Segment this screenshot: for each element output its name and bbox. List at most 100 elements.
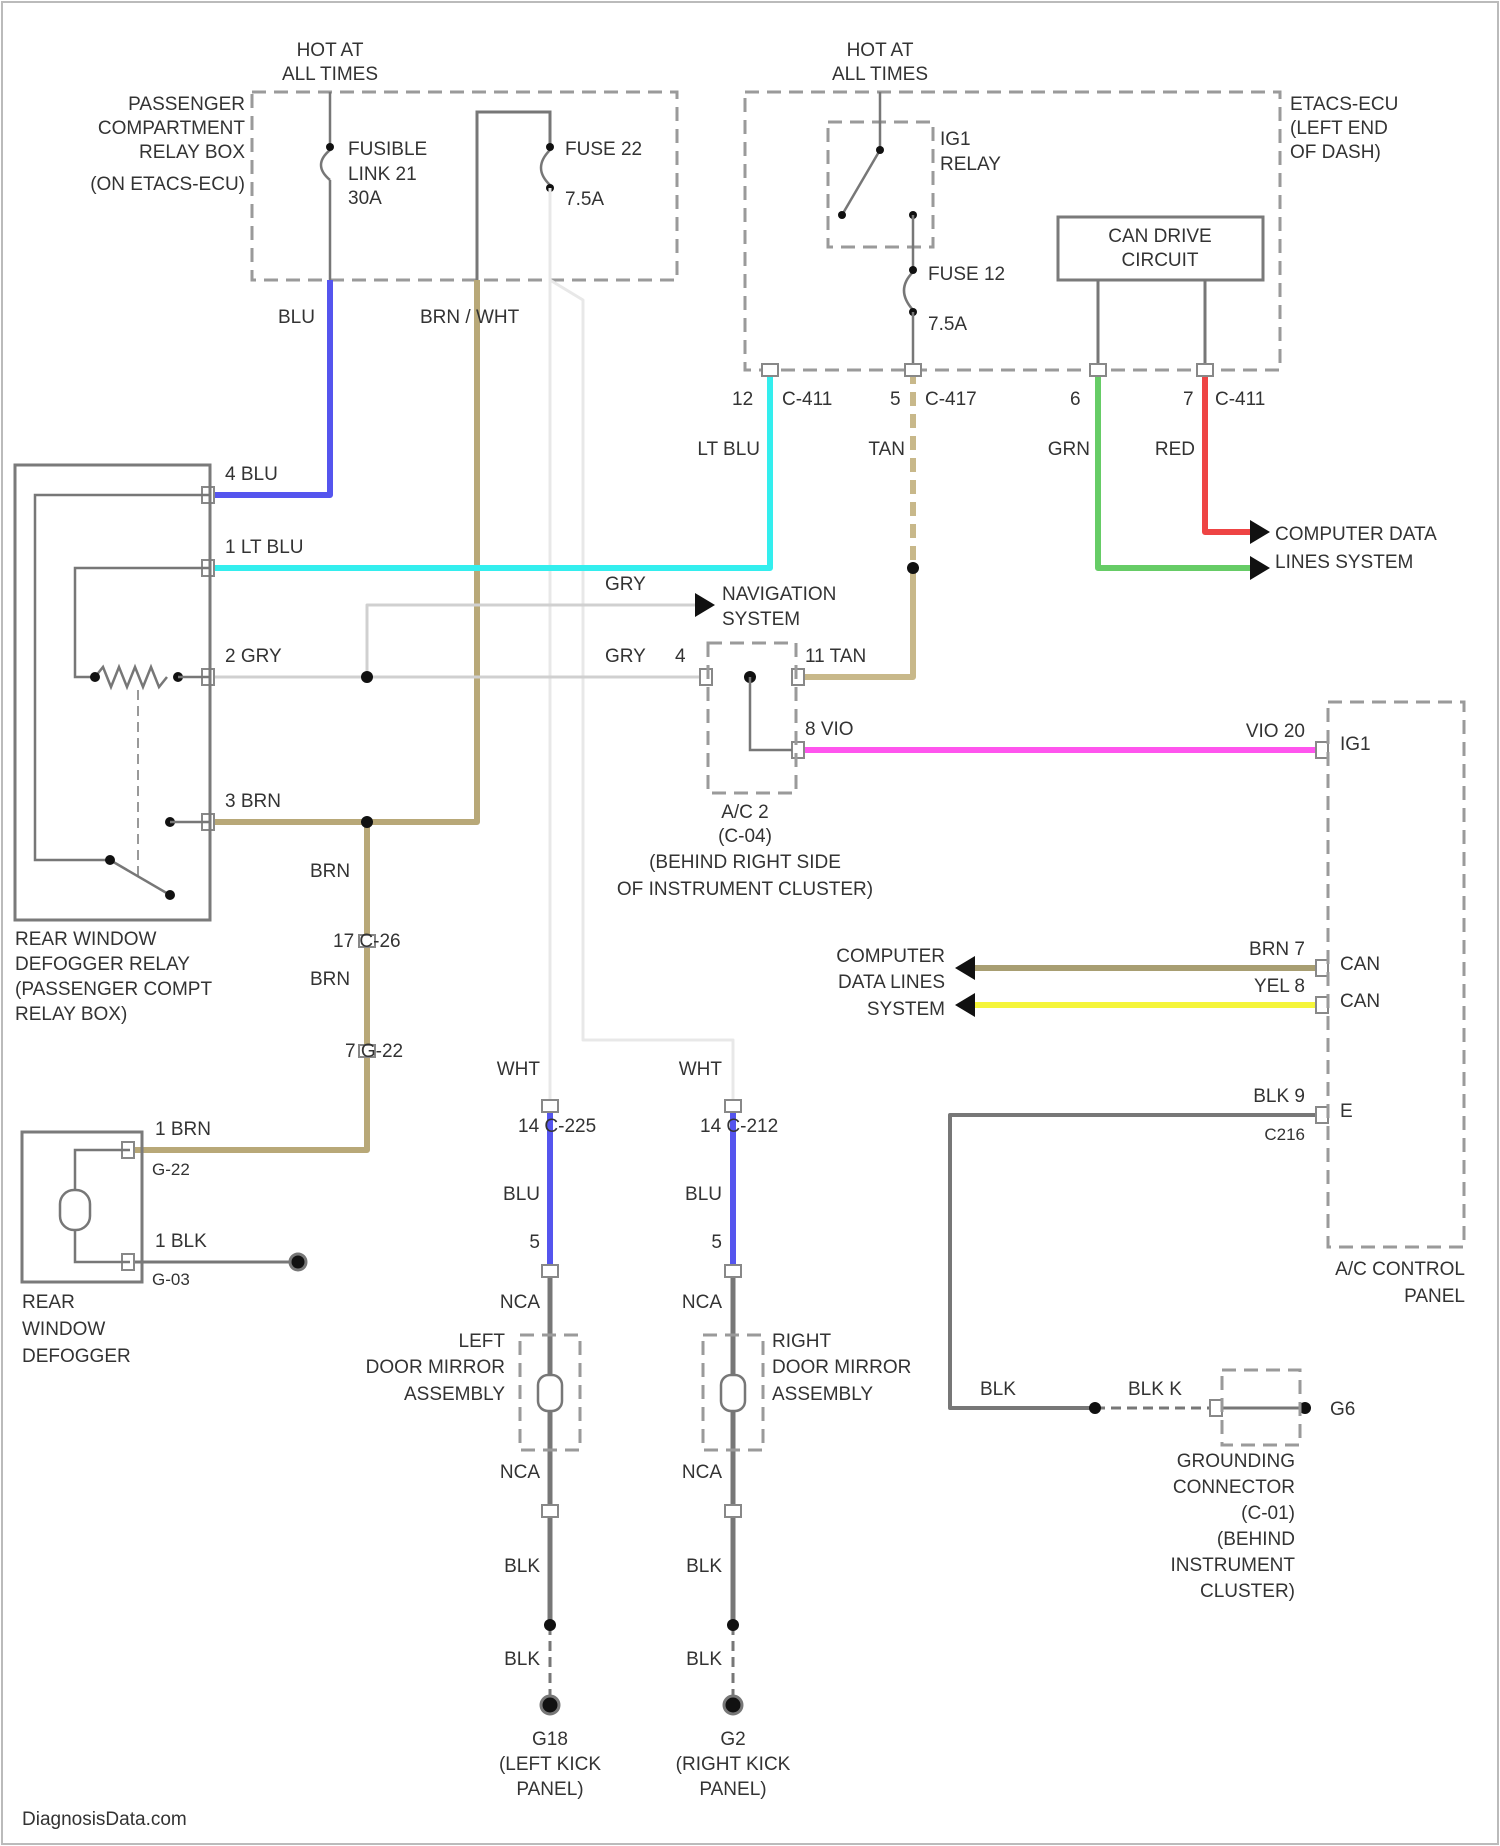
label-grn: GRN	[1048, 439, 1090, 460]
label-brn-wht: BRN / WHT	[420, 307, 520, 328]
ig1-dot2	[838, 211, 846, 219]
pin-ac2-4	[700, 669, 712, 685]
label-c225: 14 C-225	[518, 1116, 596, 1137]
label-can-l: CAN	[1340, 991, 1380, 1012]
etacs-l3: OF DASH)	[1290, 142, 1381, 163]
label-cdls-bot1: COMPUTER	[836, 946, 945, 967]
label-brn7: BRN 7	[1249, 939, 1305, 960]
arrow-nav	[695, 593, 715, 617]
hot2-l2: ALL TIMES	[832, 64, 928, 85]
label-pin5: 5	[890, 389, 901, 410]
splice-gry	[361, 671, 373, 683]
label-gry-ac: GRY	[605, 646, 646, 667]
label-nca-l2: NCA	[500, 1462, 540, 1483]
fusible-l1: FUSIBLE	[348, 139, 427, 160]
switch-dot-b	[165, 890, 175, 900]
label-acpanel2: PANEL	[1404, 1286, 1465, 1307]
pin-rdm-5	[725, 1265, 741, 1277]
pcrb-l4: (ON ETACS-ECU)	[90, 174, 245, 195]
fuse22-l1: FUSE 22	[565, 139, 642, 160]
fuse22-dot-top	[546, 143, 554, 151]
hot-line2: ALL TIMES	[282, 64, 378, 85]
label-ldm1: LEFT	[459, 1331, 506, 1352]
label-blu-right: BLU	[685, 1184, 722, 1205]
ac2-internal	[750, 677, 792, 750]
label-can-h: CAN	[1340, 954, 1380, 975]
label-c411a: C-411	[782, 389, 832, 410]
label-cdls-bot2: DATA LINES	[838, 972, 945, 993]
label-ac2-1: A/C 2	[721, 802, 769, 823]
label-g18-2: (LEFT KICK	[499, 1754, 601, 1775]
label-rdm3: ASSEMBLY	[772, 1384, 873, 1405]
arrow-can-h	[955, 956, 975, 980]
label-wht-left: WHT	[497, 1059, 541, 1080]
label-yel8: YEL 8	[1254, 976, 1305, 997]
label-c216: C216	[1264, 1125, 1305, 1144]
label-blk-l2: BLK	[504, 1649, 540, 1670]
ig1-dot	[876, 146, 884, 154]
label-cdls-bot3: SYSTEM	[867, 999, 945, 1020]
pin-c411-6	[1090, 364, 1106, 376]
label-g2-3: PANEL)	[699, 1779, 766, 1800]
label-blu-top: BLU	[278, 307, 315, 328]
label-gc3: (C-01)	[1241, 1503, 1295, 1524]
label-blk-r2: BLK	[686, 1649, 722, 1670]
label-g2-1: G2	[720, 1729, 745, 1750]
label-rwd-p1: 1 BRN	[155, 1119, 211, 1140]
label-blk-r1: BLK	[686, 1556, 722, 1577]
fuse22-l2: 7.5A	[565, 189, 604, 210]
hot-at-all-times-right: HOT AT ALL TIMES	[832, 40, 928, 85]
label-nav1: NAVIGATION	[722, 584, 836, 605]
relay-switch-arm	[110, 860, 170, 895]
can-drive-l1: CAN DRIVE	[1108, 226, 1211, 247]
label-pin7: 7	[1183, 389, 1194, 410]
label-nca-l1: NCA	[500, 1292, 540, 1313]
label-gc1: GROUNDING	[1177, 1451, 1295, 1472]
arrow-can-l	[955, 993, 975, 1017]
label-rwd1: REAR	[22, 1292, 75, 1313]
label-rp1: 1 LT BLU	[225, 537, 304, 558]
footer-watermark: DiagnosisData.com	[22, 1809, 187, 1830]
fuse12-l2: 7.5A	[928, 314, 967, 335]
label-c22: 7 G-22	[345, 1041, 403, 1062]
arrow-grn	[1250, 556, 1270, 580]
hot2-l1: HOT AT	[847, 40, 914, 61]
wire-wht-right	[550, 280, 733, 1100]
defogger-relay-box	[15, 465, 210, 920]
label-rdm1: RIGHT	[772, 1331, 832, 1352]
relay-lt-blu-loop	[75, 568, 210, 677]
label-defrelay3: (PASSENGER COMPT	[15, 979, 212, 1000]
label-c411b: C-411	[1215, 389, 1265, 410]
relay-coil-icon	[95, 667, 167, 687]
pcrb-l3: RELAY BOX	[139, 142, 245, 163]
label-ac-e: E	[1340, 1101, 1353, 1122]
label-cdls-top2: LINES SYSTEM	[1275, 552, 1413, 573]
label-red: RED	[1155, 439, 1195, 460]
label-wht-right: WHT	[679, 1059, 723, 1080]
label-ac2-4: OF INSTRUMENT CLUSTER)	[617, 879, 873, 900]
label-nca-r1: NCA	[682, 1292, 722, 1313]
label-nca-r2: NCA	[682, 1462, 722, 1483]
hot-at-all-times-left: HOT AT ALL TIMES	[282, 40, 378, 85]
label-brn1: BRN	[310, 861, 350, 882]
pin-ac-8	[1316, 997, 1328, 1013]
pin-ac-20	[1316, 742, 1328, 758]
label-g18-1: G18	[532, 1729, 568, 1750]
label-vio20: VIO 20	[1246, 721, 1305, 742]
label-gc5: INSTRUMENT	[1170, 1555, 1295, 1576]
label-rp2: 2 GRY	[225, 646, 282, 667]
label-defrelay4: RELAY BOX)	[15, 1004, 127, 1025]
label-nav2: SYSTEM	[722, 609, 800, 630]
label-blu-left: BLU	[503, 1184, 540, 1205]
label-blk-gnd: BLK	[980, 1379, 1016, 1400]
wires	[130, 188, 1320, 1705]
label-ac2-3: (BEHIND RIGHT SIDE	[649, 852, 841, 873]
label-ac2-p11: 11 TAN	[805, 646, 866, 667]
switch-dot-a	[105, 855, 115, 865]
label-rwd2: WINDOW	[22, 1319, 105, 1340]
label-rp4: 4 BLU	[225, 464, 278, 485]
label-tan: TAN	[868, 439, 905, 460]
pin-c417-5	[905, 364, 921, 376]
coil-dot-a	[90, 672, 100, 682]
label-defrelay1: REAR WINDOW	[15, 929, 157, 950]
